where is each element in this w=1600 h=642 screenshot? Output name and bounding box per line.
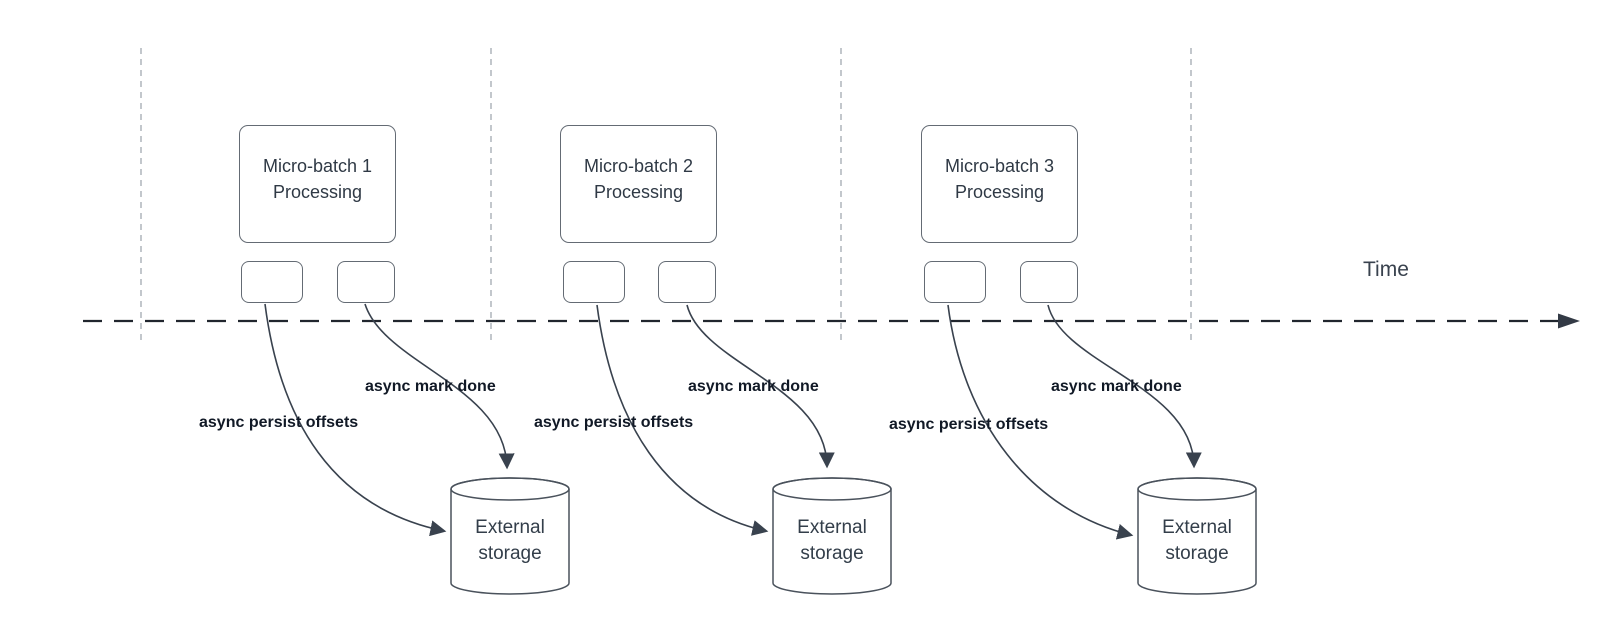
database-cylinder-icon bbox=[450, 477, 570, 595]
time-axis-label: Time bbox=[1363, 258, 1409, 281]
micro-batch-1-title: Micro-batch 1 Processing bbox=[263, 153, 372, 205]
mark-done-label-3: async mark done bbox=[1051, 378, 1182, 395]
external-storage-label-3-line2: storage bbox=[1165, 543, 1229, 564]
external-storage-cylinder-1: External storage bbox=[450, 477, 570, 595]
external-storage-label-1: External storage bbox=[450, 491, 570, 591]
persist-offsets-label-2: async persist offsets bbox=[534, 414, 694, 431]
micro-batch-2-task-box-right bbox=[658, 261, 716, 303]
external-storage-label-2-line2: storage bbox=[800, 543, 864, 564]
micro-batch-2-task-box-left bbox=[563, 261, 625, 303]
micro-batch-3-title-line2: Processing bbox=[954, 182, 1045, 202]
micro-batch-2-title-line2: Processing bbox=[593, 182, 684, 202]
time-axis bbox=[83, 313, 1580, 329]
external-storage-label-2-line1: External bbox=[797, 517, 867, 538]
mark-done-arrow-2 bbox=[686, 304, 835, 469]
database-cylinder-icon bbox=[1137, 477, 1257, 595]
micro-batch-2-box: Micro-batch 2 Processing bbox=[560, 125, 717, 243]
mark-done-label-2: async mark done bbox=[688, 378, 819, 395]
mark-done-arrow-3 bbox=[1047, 304, 1202, 469]
database-cylinder-icon bbox=[772, 477, 892, 595]
micro-batch-1-box: Micro-batch 1 Processing bbox=[239, 125, 396, 243]
micro-batch-3-task-box-right bbox=[1020, 261, 1078, 303]
external-storage-label-2: External storage bbox=[772, 491, 892, 591]
external-storage-label-3-line1: External bbox=[1162, 517, 1232, 538]
micro-batch-3-task-box-left bbox=[924, 261, 986, 303]
persist-offsets-label-1: async persist offsets bbox=[199, 414, 359, 431]
external-storage-cylinder-3: External storage bbox=[1137, 477, 1257, 595]
micro-batch-1-title-line1: Micro-batch 1 bbox=[262, 156, 373, 176]
external-storage-cylinder-2: External storage bbox=[772, 477, 892, 595]
mark-done-arrow-1 bbox=[364, 303, 515, 470]
external-storage-label-3: External storage bbox=[1137, 491, 1257, 591]
micro-batch-1-title-line2: Processing bbox=[272, 182, 363, 202]
persist-offsets-arrow-2 bbox=[596, 304, 769, 536]
external-storage-label-1-line2: storage bbox=[478, 543, 542, 564]
micro-batch-3-title-line1: Micro-batch 3 bbox=[944, 156, 1055, 176]
micro-batch-1-task-box-left bbox=[241, 261, 303, 303]
mark-done-label-1: async mark done bbox=[365, 378, 496, 395]
batch-interval-guide-lines bbox=[140, 48, 1192, 340]
time-axis-arrowhead-icon bbox=[1558, 313, 1580, 329]
persist-offsets-label-3: async persist offsets bbox=[889, 416, 1049, 433]
external-storage-label-1-line1: External bbox=[475, 517, 545, 538]
micro-batch-3-box: Micro-batch 3 Processing bbox=[921, 125, 1078, 243]
persist-offsets-arrow-3 bbox=[947, 304, 1134, 540]
micro-batch-3-title: Micro-batch 3 Processing bbox=[945, 153, 1054, 205]
micro-batch-1-task-box-right bbox=[337, 261, 395, 303]
persist-offsets-arrow-1 bbox=[264, 303, 447, 537]
async-arrows bbox=[264, 303, 1202, 540]
micro-batch-2-title-line1: Micro-batch 2 bbox=[583, 156, 694, 176]
micro-batch-2-title: Micro-batch 2 Processing bbox=[584, 153, 693, 205]
